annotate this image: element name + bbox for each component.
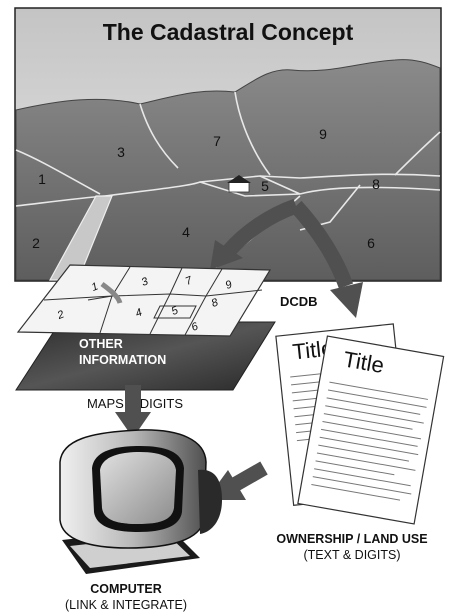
parcel-boundaries bbox=[15, 91, 441, 281]
landscape-parcel-9: 9 bbox=[319, 126, 327, 142]
landscape-parcel-2: 2 bbox=[32, 235, 40, 251]
map-parcel-9: 9 bbox=[224, 279, 234, 292]
title-document-front: Title bbox=[297, 335, 445, 525]
other-information-label-line2: INFORMATION bbox=[79, 353, 166, 367]
hills bbox=[15, 59, 441, 281]
dcdb-map-sheet: 1 2 3 4 5 6 7 8 9 bbox=[16, 264, 272, 337]
ownership-label: OWNERSHIP / LAND USE bbox=[276, 532, 427, 546]
map-parcel-7: 7 bbox=[184, 274, 195, 288]
ownership-sublabel: (TEXT & DIGITS) bbox=[304, 548, 401, 562]
map-parcel-4: 4 bbox=[134, 307, 144, 320]
computer-icon bbox=[59, 429, 222, 574]
landscape-parcel-8: 8 bbox=[372, 176, 380, 192]
landscape-parcel-6: 6 bbox=[367, 235, 375, 251]
map-parcel-1: 1 bbox=[90, 281, 100, 294]
landscape-parcel-4: 4 bbox=[182, 224, 190, 240]
house-icon bbox=[227, 175, 251, 193]
arrow-to-dcdb bbox=[210, 198, 299, 270]
landscape-panel: 1 2 3 4 5 6 7 8 9 The Cadastral Concept bbox=[14, 7, 442, 282]
landscape-parcel-5: 5 bbox=[261, 178, 269, 194]
dcdb-label: DCDB bbox=[280, 294, 318, 309]
computer-label: COMPUTER bbox=[90, 582, 162, 596]
computer-sublabel: (LINK & INTEGRATE) bbox=[65, 598, 187, 612]
map-parcel-3: 3 bbox=[140, 275, 151, 289]
arrow-to-computer bbox=[115, 385, 151, 438]
landscape-parcel-numbers: 1 2 3 4 5 6 7 8 9 bbox=[32, 126, 380, 251]
arrow-to-title-documents bbox=[290, 200, 363, 318]
map-parcel-5: 5 bbox=[170, 304, 181, 318]
diagram-title: The Cadastral Concept bbox=[103, 19, 354, 45]
landscape-parcel-3: 3 bbox=[117, 144, 125, 160]
landscape-parcel-7: 7 bbox=[213, 133, 221, 149]
map-parcel-8: 8 bbox=[210, 296, 221, 310]
map-parcel-6: 6 bbox=[190, 320, 201, 334]
landscape-parcel-1: 1 bbox=[38, 171, 46, 187]
other-information-label-line1: OTHER bbox=[79, 337, 123, 351]
map-parcel-2: 2 bbox=[55, 309, 66, 323]
